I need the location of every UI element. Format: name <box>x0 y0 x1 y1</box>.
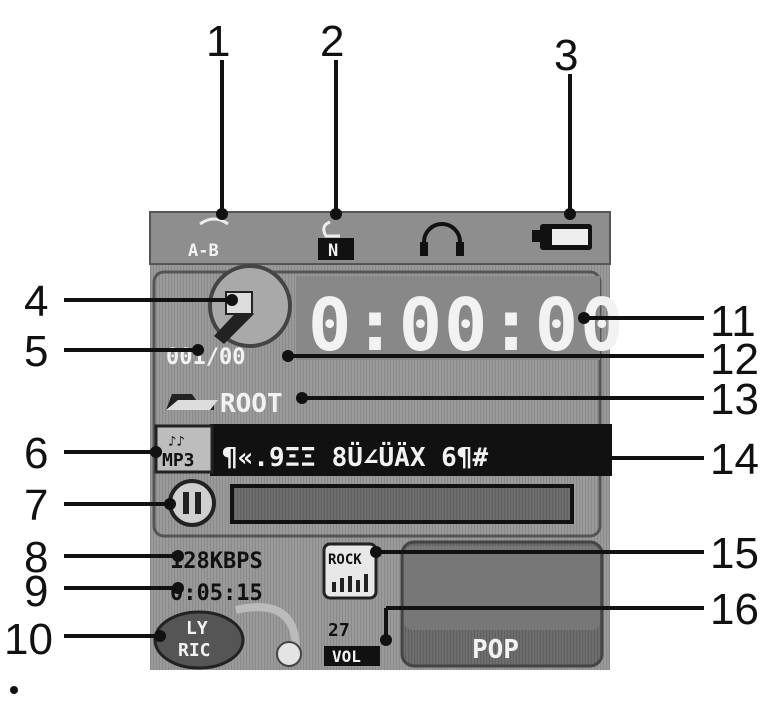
repeat-mode-label: N <box>328 241 338 261</box>
callout-10: 10 <box>4 615 53 664</box>
callout-9: 9 <box>24 567 48 616</box>
eq-name: POP <box>472 635 519 665</box>
pause-icon <box>168 479 216 527</box>
callout-5: 5 <box>24 327 48 376</box>
track-title: ¶«.9ΞΞ 8Ü∠ÜÄX 6¶# <box>222 440 488 473</box>
lyric-bottom-label: RIC <box>178 640 211 661</box>
battery-icon <box>532 224 592 250</box>
svg-text:♪♪: ♪♪ <box>168 434 185 450</box>
lyric-button: LY RIC <box>153 603 302 670</box>
lyric-top-label: LY <box>186 618 208 639</box>
eq-panel-inner <box>404 546 600 630</box>
callout-12: 12 <box>710 335 759 384</box>
format-badge: MP3 ♪♪ <box>154 424 214 474</box>
title-bar <box>210 424 612 476</box>
callout-4: 4 <box>24 277 48 326</box>
format-label: MP3 <box>162 450 195 471</box>
callout-3: 3 <box>554 31 578 80</box>
callout-dots <box>150 208 592 646</box>
callout-11: 11 <box>710 297 756 346</box>
callout-13: 13 <box>710 375 759 424</box>
volume-badge <box>324 646 380 666</box>
callout-7: 7 <box>24 481 48 530</box>
eq-preset-icon: ROCK <box>322 542 378 600</box>
progress-bar <box>230 484 574 524</box>
headphones-icon <box>420 222 464 256</box>
stray-dot <box>10 686 18 694</box>
folder-icon <box>166 394 218 410</box>
callout-1: 1 <box>206 17 230 66</box>
bitrate: 128KBPS <box>170 549 263 574</box>
repeat-mode-icon: N <box>318 220 354 261</box>
folder-name: ROOT <box>220 389 283 419</box>
ab-repeat-icon: A-B <box>188 217 229 261</box>
callout-16: 16 <box>710 585 759 634</box>
music-note-icon <box>208 264 292 348</box>
callout-8: 8 <box>24 533 48 582</box>
volume-value: 27 <box>328 620 350 641</box>
callout-2: 2 <box>320 17 344 66</box>
ab-label: A-B <box>188 241 219 261</box>
eq-preset-label: ROCK <box>328 552 362 568</box>
callout-6: 6 <box>24 429 48 478</box>
callout-lines <box>64 60 704 640</box>
volume-label: VOL <box>332 647 361 666</box>
total-time: 0:05:15 <box>170 581 263 606</box>
callout-14: 14 <box>710 435 759 484</box>
callout-15: 15 <box>710 529 759 578</box>
time-box <box>296 276 600 360</box>
play-time: 0:00:00 <box>308 283 625 367</box>
